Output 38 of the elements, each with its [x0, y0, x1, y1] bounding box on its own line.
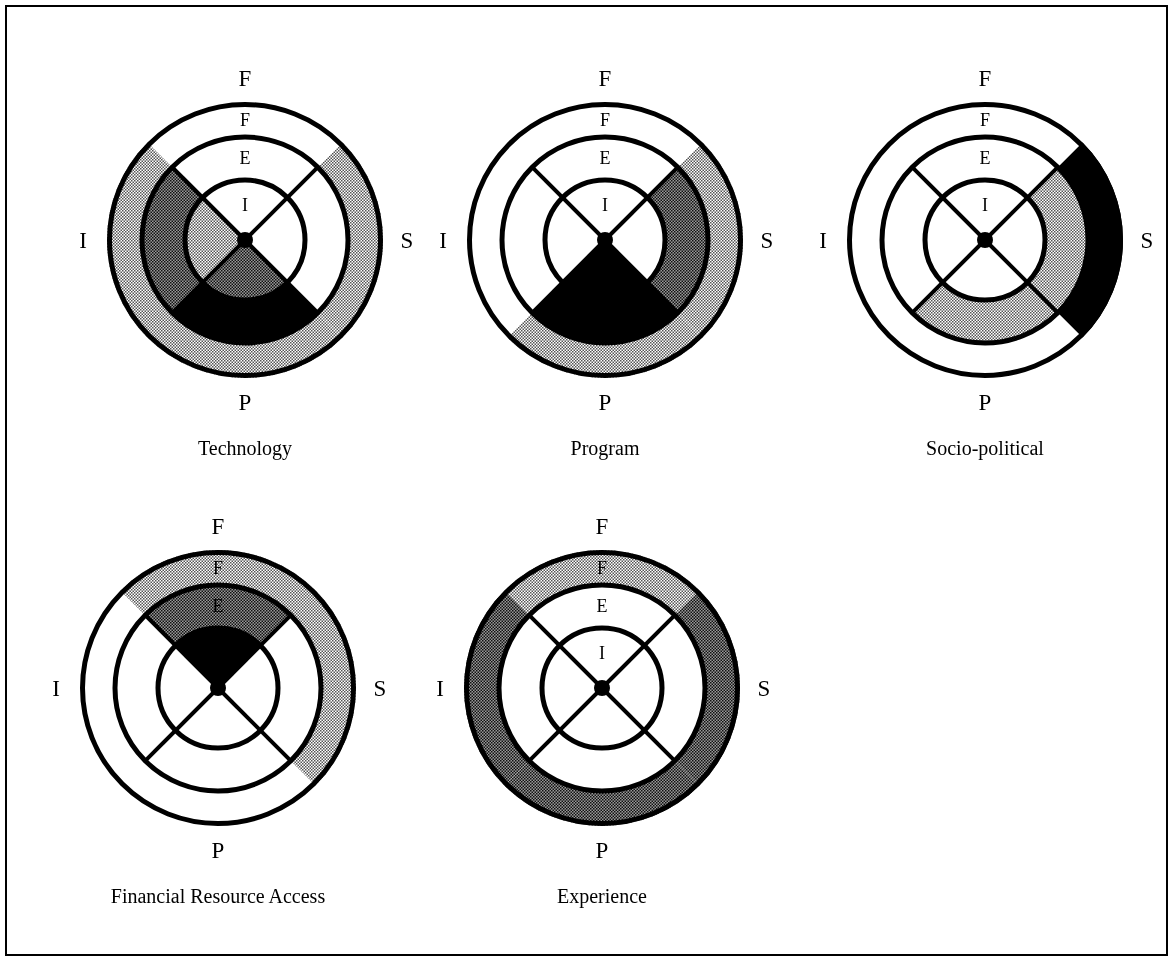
ring-letter: E	[979, 149, 991, 167]
direction-letter: S	[760, 228, 774, 252]
ring-letter: I	[982, 196, 988, 214]
direction-letter: I	[52, 676, 60, 700]
direction-letter: I	[436, 676, 444, 700]
ring-letter: F	[600, 111, 610, 129]
ring-letter: F	[980, 111, 990, 129]
direction-letter: S	[373, 676, 387, 700]
direction-letter: P	[595, 838, 609, 862]
direction-letter: I	[439, 228, 447, 252]
ring-letter: I	[599, 644, 605, 662]
direction-letter: S	[1140, 228, 1154, 252]
ring-letter: E	[599, 149, 611, 167]
direction-letter: F	[238, 66, 252, 90]
direction-letter: F	[595, 514, 609, 538]
diagram-caption: Socio-political	[926, 438, 1044, 458]
diagram-caption: Experience	[557, 886, 647, 906]
direction-letter: F	[598, 66, 612, 90]
direction-letter: S	[400, 228, 414, 252]
ring-letter: F	[213, 559, 223, 577]
direction-letter: F	[211, 514, 225, 538]
direction-letter: P	[978, 390, 992, 414]
ring-letter: I	[242, 196, 248, 214]
direction-letter: P	[238, 390, 252, 414]
direction-letter: S	[757, 676, 771, 700]
ring-letter: E	[239, 149, 251, 167]
direction-letter: I	[819, 228, 827, 252]
direction-letter: I	[79, 228, 87, 252]
direction-letter: P	[598, 390, 612, 414]
diagram-caption: Program	[570, 438, 640, 458]
ring-letter: E	[596, 597, 608, 615]
ring-letter: I	[602, 196, 608, 214]
direction-letter: F	[978, 66, 992, 90]
ring-letter: F	[597, 559, 607, 577]
ring-letter: F	[240, 111, 250, 129]
direction-letter: P	[211, 838, 225, 862]
diagram-caption: Technology	[197, 438, 293, 458]
diagram-caption: Financial Resource Access	[110, 886, 326, 906]
